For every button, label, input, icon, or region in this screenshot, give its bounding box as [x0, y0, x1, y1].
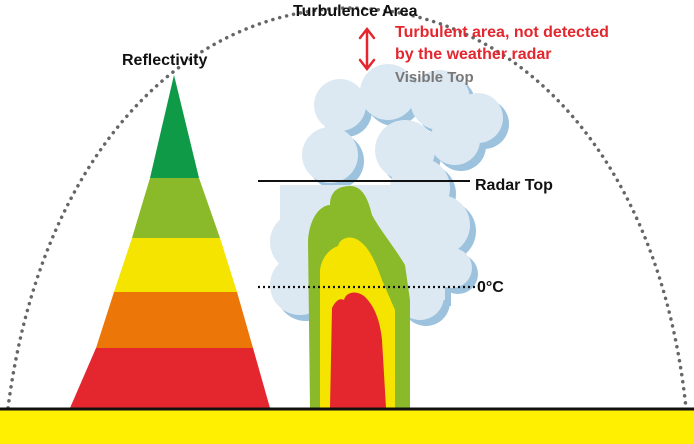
turbulence-gap-arrow: [358, 26, 376, 72]
visible-top-label: Visible Top: [395, 69, 474, 86]
reflectivity-band-1: [150, 75, 199, 178]
turbulence-dome-arc: [6, 6, 688, 410]
reflectivity-band-2: [132, 178, 220, 238]
turbulent-note-line1: Turbulent area, not detected: [395, 24, 609, 41]
reflectivity-label: Reflectivity: [122, 52, 207, 69]
inner-echo-core: [330, 292, 386, 408]
reflectivity-band-4: [96, 292, 253, 348]
turbulent-note-line2: by the weather radar: [395, 46, 552, 63]
reflectivity-band-3: [114, 238, 237, 292]
reflectivity-band-5: [70, 348, 270, 408]
turbulence-area-label: Turbulence Area: [293, 3, 418, 20]
zero-celsius-label: 0°C: [477, 279, 504, 296]
reflectivity-pyramid: [70, 75, 270, 408]
radar-top-label: Radar Top: [475, 177, 553, 194]
ground: [0, 409, 694, 444]
